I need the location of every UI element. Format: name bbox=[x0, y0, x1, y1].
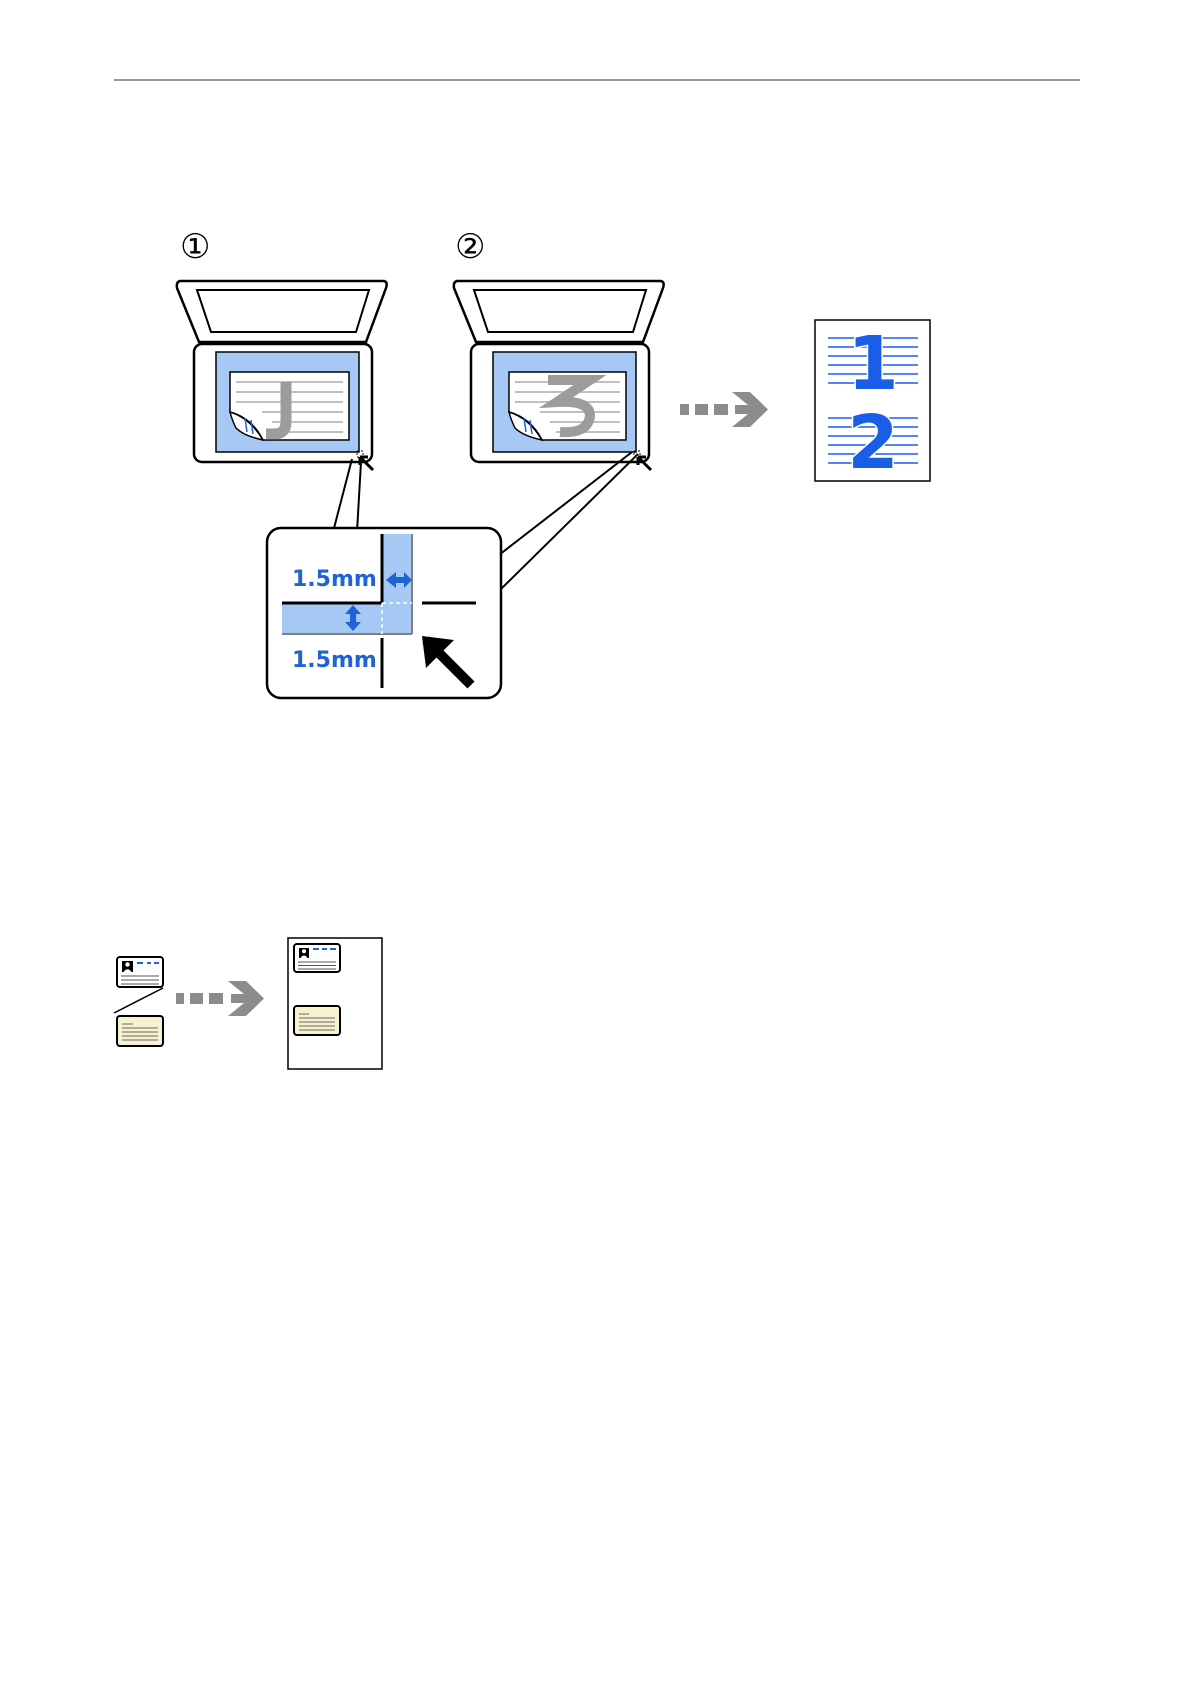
dashed-arrow-right-icon bbox=[176, 981, 264, 1016]
output-page-number-1: 1 bbox=[847, 321, 899, 407]
dashed-arrow-right-icon bbox=[680, 392, 768, 427]
id-card-back bbox=[117, 1016, 163, 1046]
document-page-2 bbox=[509, 372, 626, 440]
scanner-2 bbox=[454, 281, 664, 470]
id-card-front bbox=[117, 957, 163, 987]
figure-2 bbox=[114, 938, 382, 1069]
scanner-1 bbox=[177, 281, 387, 470]
figure-1: ① ② bbox=[177, 227, 930, 698]
margin-callout: 1.5mm 1.5mm bbox=[267, 528, 501, 698]
output-page-number-2: 2 bbox=[847, 400, 899, 486]
step-2-marker: ② bbox=[455, 227, 485, 267]
document-page-1 bbox=[230, 372, 349, 440]
output-page: 1 2 bbox=[815, 320, 930, 486]
vertical-margin-label: 1.5mm bbox=[292, 648, 377, 673]
horizontal-margin-label: 1.5mm bbox=[292, 567, 377, 592]
id-card-output-page bbox=[288, 938, 382, 1069]
step-1-marker: ① bbox=[180, 227, 210, 267]
